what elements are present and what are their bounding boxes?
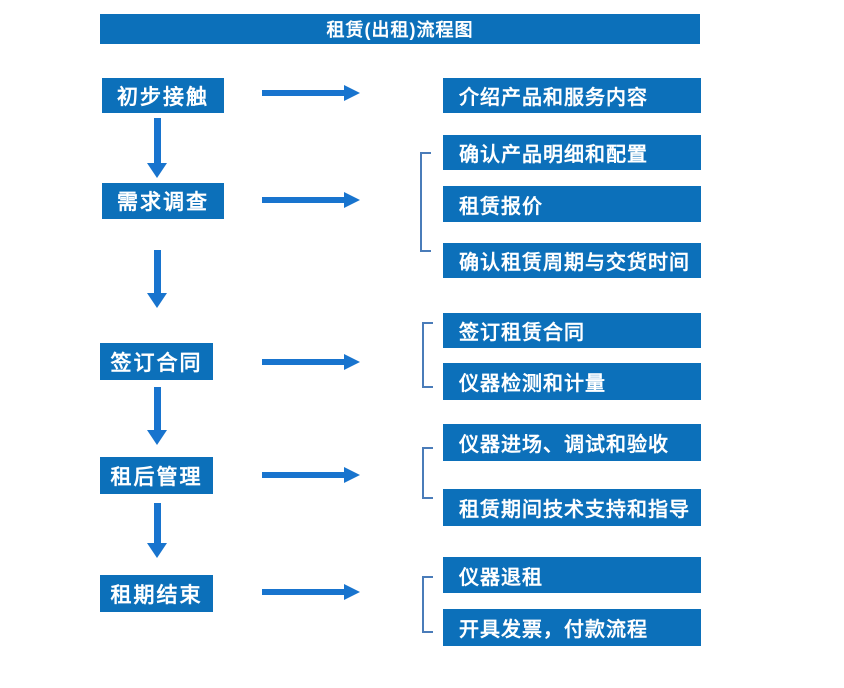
- down-arrow-4-shaft: [154, 503, 161, 543]
- right-arrow-4-head: [344, 467, 360, 483]
- detail-box-confirm-product-details: 确认产品明细和配置: [443, 135, 701, 170]
- right-arrow-1-shaft: [262, 90, 344, 96]
- step-box-initial-contact: 初步接触: [102, 78, 224, 113]
- bracket-group-2: [420, 152, 431, 252]
- flowchart-title-bar: 租赁(出租)流程图: [100, 14, 700, 44]
- down-arrow-3-head: [147, 430, 167, 445]
- detail-box-sign-rental-contract: 签订租赁合同: [443, 313, 701, 348]
- step-box-demand-survey: 需求调查: [102, 183, 224, 219]
- down-arrow-1-shaft: [154, 118, 161, 163]
- bracket-group-4: [422, 447, 433, 499]
- step-box-post-rental-management: 租后管理: [100, 457, 213, 494]
- right-arrow-3-shaft: [262, 359, 344, 365]
- detail-box-rental-quotation: 租赁报价: [443, 186, 701, 222]
- down-arrow-2-head: [147, 293, 167, 308]
- down-arrow-1-head: [147, 163, 167, 178]
- flowchart-title: 租赁(出租)流程图: [326, 20, 474, 40]
- detail-box-instrument-inspection-measurement: 仪器检测和计量: [443, 363, 701, 400]
- right-arrow-3-head: [344, 354, 360, 370]
- right-arrow-4-shaft: [262, 472, 344, 478]
- detail-box-confirm-rental-period-delivery: 确认租赁周期与交货时间: [443, 243, 701, 278]
- detail-box-technical-support-guidance: 租赁期间技术支持和指导: [443, 489, 701, 526]
- right-arrow-5-head: [344, 584, 360, 600]
- down-arrow-3-shaft: [154, 387, 161, 430]
- bracket-group-5: [422, 576, 433, 633]
- right-arrow-2-head: [344, 192, 360, 208]
- down-arrow-2-shaft: [154, 250, 161, 293]
- right-arrow-5-shaft: [262, 589, 344, 595]
- right-arrow-2-shaft: [262, 197, 344, 203]
- down-arrow-4-head: [147, 543, 167, 558]
- detail-box-invoice-payment-process: 开具发票，付款流程: [443, 609, 701, 646]
- step-box-sign-contract: 签订合同: [100, 343, 213, 380]
- right-arrow-1-head: [344, 85, 360, 101]
- detail-box-instrument-return: 仪器退租: [443, 557, 701, 593]
- detail-box-instrument-setup-acceptance: 仪器进场、调试和验收: [443, 424, 701, 461]
- detail-box-introduce-products-services: 介绍产品和服务内容: [443, 78, 701, 113]
- step-box-rental-period-end: 租期结束: [100, 575, 213, 612]
- bracket-group-3: [422, 322, 433, 388]
